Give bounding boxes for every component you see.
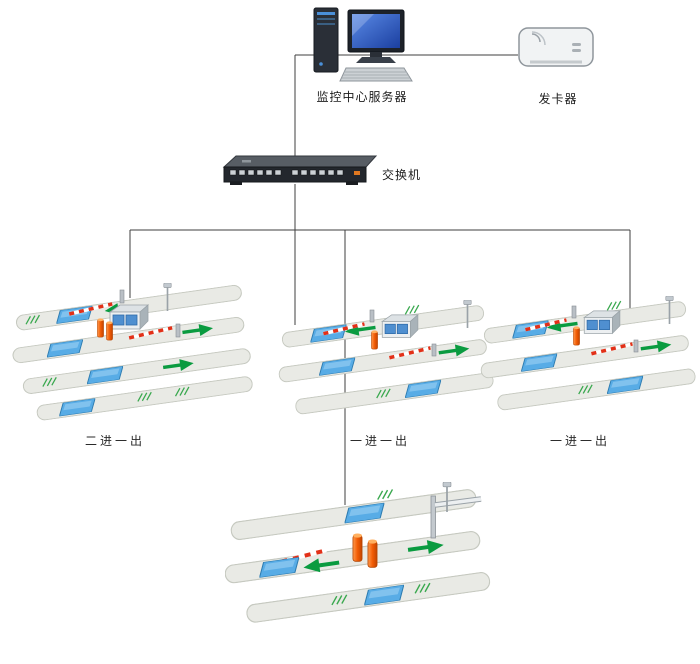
switch-ports: [229, 169, 344, 176]
card-issuer-label: 发卡器: [538, 92, 578, 106]
server-icon: [313, 7, 413, 82]
signal-arc-icon: [531, 33, 541, 43]
keyboard-icon: [339, 67, 413, 82]
lane-group-2: [278, 300, 498, 435]
lane-group-2-label: 一进一出: [349, 434, 410, 448]
tower-icon: [313, 7, 339, 73]
signal-arc-icon: [531, 31, 546, 46]
monitor-icon: [347, 9, 405, 63]
lane-group-1: [12, 283, 262, 433]
switch-icon: [222, 155, 378, 185]
lane-group-3: [480, 296, 700, 431]
lane-group-1-label: 二进一出: [84, 434, 145, 448]
lane-group-4: [225, 482, 505, 652]
lane-group-3-label: 一进一出: [549, 434, 610, 448]
server-label: 监控中心服务器: [316, 90, 408, 104]
switch-label: 交换机: [382, 168, 422, 182]
card-dispenser-icon: [518, 27, 594, 67]
